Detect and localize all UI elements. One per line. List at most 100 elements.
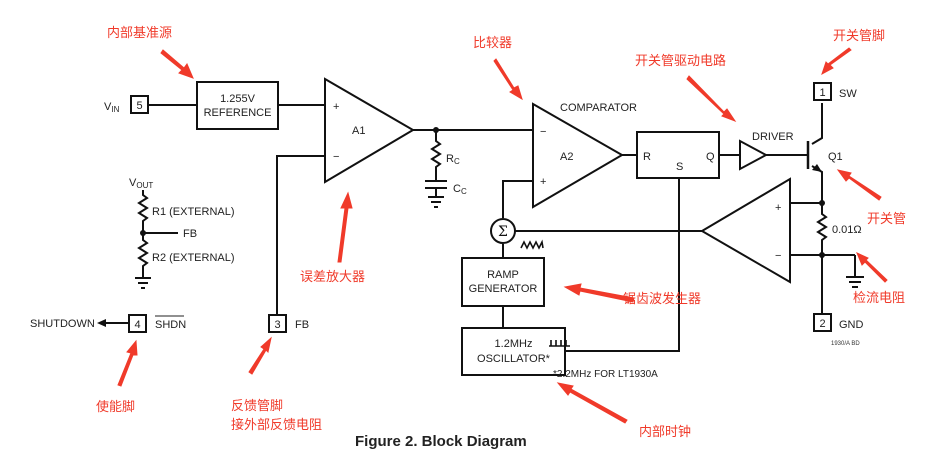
pin-shdn: SHUTDOWN 4 SHDN	[30, 314, 186, 333]
current-sense-amp: + −	[700, 177, 791, 284]
pin-box	[813, 313, 832, 332]
r2-label: R2 (EXTERNAL)	[152, 252, 235, 264]
a2-minus: −	[540, 126, 546, 138]
shdn-arrowhead	[97, 319, 106, 327]
vin-label: VIN	[104, 101, 120, 114]
svg-text:RC: RC	[446, 153, 460, 166]
q1-label: Q1	[828, 151, 843, 163]
annotation-reference: 内部基准源	[107, 25, 172, 41]
arrow-icon	[563, 283, 635, 303]
arrow-icon	[556, 382, 628, 424]
csa-plus: +	[775, 202, 781, 214]
pulse-train-icon	[549, 340, 570, 347]
pin-sw: 1 SW	[813, 82, 857, 101]
arrow-icon	[493, 58, 523, 101]
sense-resistor: 0.01Ω	[816, 203, 862, 255]
annotation-transistor: 开关管	[867, 212, 906, 227]
svg-text:VOUT: VOUT	[129, 177, 153, 190]
sense-resistor-label: 0.01Ω	[832, 224, 862, 236]
shutdown-label: SHUTDOWN	[30, 318, 95, 330]
annotation-sw-pin: 开关管脚	[833, 28, 885, 44]
csa-minus: −	[775, 250, 781, 262]
error-amplifier-a1: + − A1	[324, 77, 415, 184]
oscillator-footnote: *2.2MHz FOR LT1930A	[553, 369, 658, 380]
pin-box	[128, 314, 147, 333]
r2-resistor	[137, 233, 149, 277]
annotation-comparator: 比较器	[473, 36, 512, 51]
osc-line2: OSCILLATOR*	[477, 353, 551, 365]
osc-line1: 1.2MHz	[495, 338, 533, 350]
pin-number: 5	[136, 100, 142, 112]
arrow-icon	[821, 47, 852, 76]
sawtooth-icon	[520, 239, 544, 250]
driver: DRIVER	[739, 131, 794, 171]
rc-resistor	[430, 130, 442, 180]
pin-number: 3	[274, 319, 280, 331]
drawing-id: 1930/A BD	[831, 341, 860, 347]
wire-fb-a1	[276, 155, 325, 315]
a2-plus: +	[540, 176, 546, 188]
pin-fb: 3 FB	[268, 314, 309, 333]
pin-box	[268, 314, 287, 333]
pin-box	[813, 82, 832, 101]
comparator-a2: COMPARATOR − + A2	[532, 102, 637, 209]
annotation-fb-pin-line1: 反馈管脚	[231, 398, 283, 414]
rs-latch: R S Q	[636, 131, 720, 179]
a1-plus: +	[333, 101, 339, 113]
arrow-icon	[836, 169, 882, 201]
fb-tap-label: FB	[183, 228, 197, 240]
external-divider: VOUT R1 (EXTERNAL) FB R2 (EXTERNAL)	[129, 177, 235, 289]
sw-label: SW	[839, 88, 857, 100]
pin-vin: VIN 5	[104, 95, 149, 114]
pin-number: 1	[819, 87, 825, 99]
r1-resistor	[137, 190, 149, 232]
wire-latch-osc	[565, 178, 680, 352]
annotation-sense-resistor: 检流电阻	[853, 291, 905, 306]
arrow-icon	[856, 252, 888, 283]
annotation-driver: 开关管驱动电路	[635, 53, 726, 69]
reference-block: 1.255V REFERENCE	[196, 81, 279, 130]
gnd-label: GND	[839, 319, 864, 331]
oscillator: 1.2MHz OSCILLATOR*	[461, 327, 566, 376]
annotation-clock: 内部时钟	[639, 424, 691, 440]
a1-label: A1	[352, 125, 365, 137]
annotation-error-amp: 误差放大器	[300, 270, 365, 285]
latch-r: R	[643, 151, 651, 163]
arrow-icon	[686, 75, 737, 123]
compensation-network: RC CC	[425, 130, 467, 208]
annotation-fb-pin-line2: 接外部反馈电阻	[231, 417, 322, 433]
pin-gnd: 2 GND 1930/A BD	[813, 313, 864, 347]
reference-line2: REFERENCE	[204, 107, 272, 119]
fb-label: FB	[295, 319, 309, 331]
pin-number: 2	[819, 318, 825, 330]
wire-summer-a2	[502, 180, 533, 218]
annotations: 内部基准源 比较器 开关管驱动电路 开关管脚 开关管 检流电阻 误差放大器 锯齿…	[96, 25, 906, 440]
ramp-line1: RAMP	[487, 269, 519, 281]
a1-minus: −	[333, 151, 339, 163]
sigma-icon: Σ	[498, 224, 508, 240]
driver-label: DRIVER	[752, 131, 794, 143]
latch-s: S	[676, 161, 683, 173]
ramp-line2: GENERATOR	[469, 283, 538, 295]
summer: Σ	[490, 218, 516, 244]
arrow-icon	[117, 339, 138, 387]
arrow-icon	[248, 336, 272, 375]
wire-sw-collector	[811, 103, 823, 145]
figure-caption: Figure 2. Block Diagram	[355, 433, 527, 450]
shdn-label: SHDN	[155, 319, 186, 331]
latch-q: Q	[706, 151, 715, 163]
wires	[97, 103, 856, 352]
transistor-q1: Q1	[806, 141, 843, 172]
annotation-ramp: 锯齿波发生器	[623, 291, 701, 307]
arrow-icon	[160, 49, 194, 79]
reference-line1: 1.255V	[220, 93, 256, 105]
arrow-icon	[337, 191, 353, 263]
pin-box	[130, 95, 149, 114]
comparator-title: COMPARATOR	[560, 102, 637, 114]
r1-label: R1 (EXTERNAL)	[152, 206, 235, 218]
emitter-arrow	[812, 164, 822, 172]
ramp-generator: RAMP GENERATOR	[461, 257, 545, 307]
a2-label: A2	[560, 151, 573, 163]
annotation-enable-pin: 使能脚	[96, 399, 135, 415]
